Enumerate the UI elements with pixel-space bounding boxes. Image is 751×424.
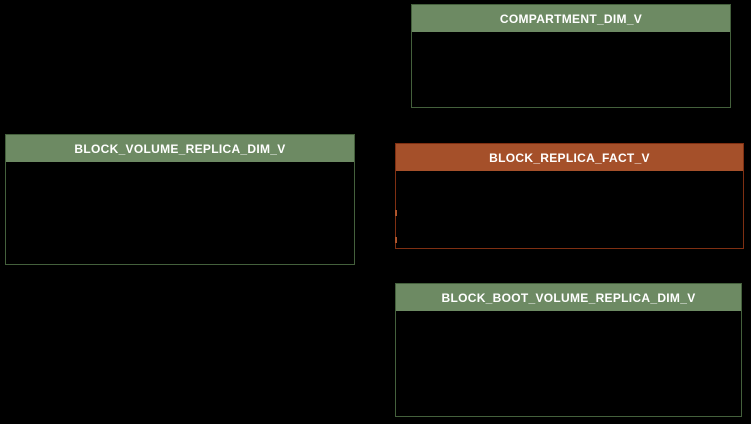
table-compartment-dim-v[interactable]: COMPARTMENT_DIM_V: [411, 4, 731, 108]
table-title: BLOCK_VOLUME_REPLICA_DIM_V: [74, 141, 286, 156]
table-body: [396, 311, 741, 416]
relationship-anchor: [395, 210, 397, 216]
table-header-compartment-dim-v[interactable]: COMPARTMENT_DIM_V: [412, 5, 730, 32]
table-body: [412, 32, 730, 107]
table-header-block-boot-volume-replica-dim-v[interactable]: BLOCK_BOOT_VOLUME_REPLICA_DIM_V: [396, 284, 741, 311]
table-title: BLOCK_REPLICA_FACT_V: [489, 150, 650, 165]
table-header-block-volume-replica-dim-v[interactable]: BLOCK_VOLUME_REPLICA_DIM_V: [6, 135, 354, 162]
table-title: COMPARTMENT_DIM_V: [499, 11, 643, 26]
table-body: [396, 171, 743, 248]
table-title: BLOCK_BOOT_VOLUME_REPLICA_DIM_V: [441, 290, 696, 305]
relationship-anchor: [395, 237, 397, 243]
table-body: [6, 162, 354, 264]
table-block-replica-fact-v[interactable]: BLOCK_REPLICA_FACT_V: [395, 143, 744, 249]
table-block-volume-replica-dim-v[interactable]: BLOCK_VOLUME_REPLICA_DIM_V: [5, 134, 355, 265]
table-block-boot-volume-replica-dim-v[interactable]: BLOCK_BOOT_VOLUME_REPLICA_DIM_V: [395, 283, 742, 417]
table-header-block-replica-fact-v[interactable]: BLOCK_REPLICA_FACT_V: [396, 144, 743, 171]
